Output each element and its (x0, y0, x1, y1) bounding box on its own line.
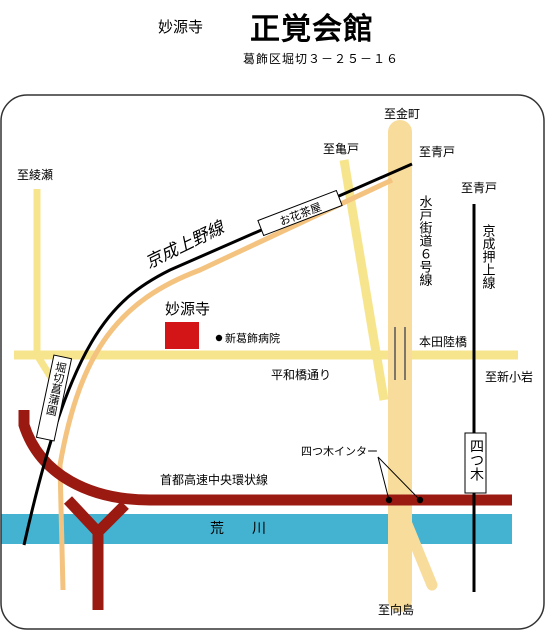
hall-name: 正覚会館 (250, 12, 374, 47)
ohanajaya-station-box (257, 189, 343, 237)
address: 葛飾区堀切３－２５－１６ (243, 52, 400, 66)
to-mukojima-label: 至向島 (378, 602, 414, 617)
honda-rikkyo-label: 本田陸橋 (419, 335, 467, 349)
heiwabashi-dori-label: 平和橋通り (271, 368, 331, 382)
myogenji-label: 妙源寺 (165, 300, 210, 318)
to-aoto-label-1: 至青戸 (419, 145, 455, 159)
arakawa-label: 荒 川 (210, 521, 266, 537)
map-frame (0, 94, 545, 630)
interchange-pointer (377, 456, 421, 501)
yotsugi-station-box (464, 432, 487, 494)
hospital-label: 新葛飾病院 (225, 331, 280, 345)
interchange-pointer (377, 456, 390, 501)
temple-name: 妙源寺 (158, 18, 204, 36)
expressway-ramp (63, 496, 129, 610)
mito-kaido-label: 水戸街道６号線 (417, 195, 433, 286)
hospital-dot (215, 334, 223, 342)
expressway (18, 410, 512, 506)
horikiri-station-box (35, 354, 73, 442)
myogenji-marker (165, 322, 199, 349)
mito-kaido-branch (396, 506, 438, 591)
to-shinkoiwa-label: 至新小岩 (485, 369, 533, 384)
to-kanamachi-label: 至金町 (384, 106, 420, 121)
diagonal-road (57, 177, 394, 591)
to-aoto-label-2: 至青戸 (461, 181, 497, 195)
keisei-ueno-line (22, 162, 413, 546)
keisei-oshiage-line-label: 京成押上線 (480, 224, 496, 289)
to-kameido-label: 至亀戸 (323, 142, 359, 156)
yotsugi-station-label: 四つ木 (468, 439, 484, 481)
yotsugi-interchange-label: 四つ木インター (301, 445, 378, 458)
expressway-label: 首都高速中央環状線 (160, 472, 268, 487)
kameido-road (339, 159, 389, 401)
to-ayase-label: 至綾瀬 (17, 167, 53, 182)
